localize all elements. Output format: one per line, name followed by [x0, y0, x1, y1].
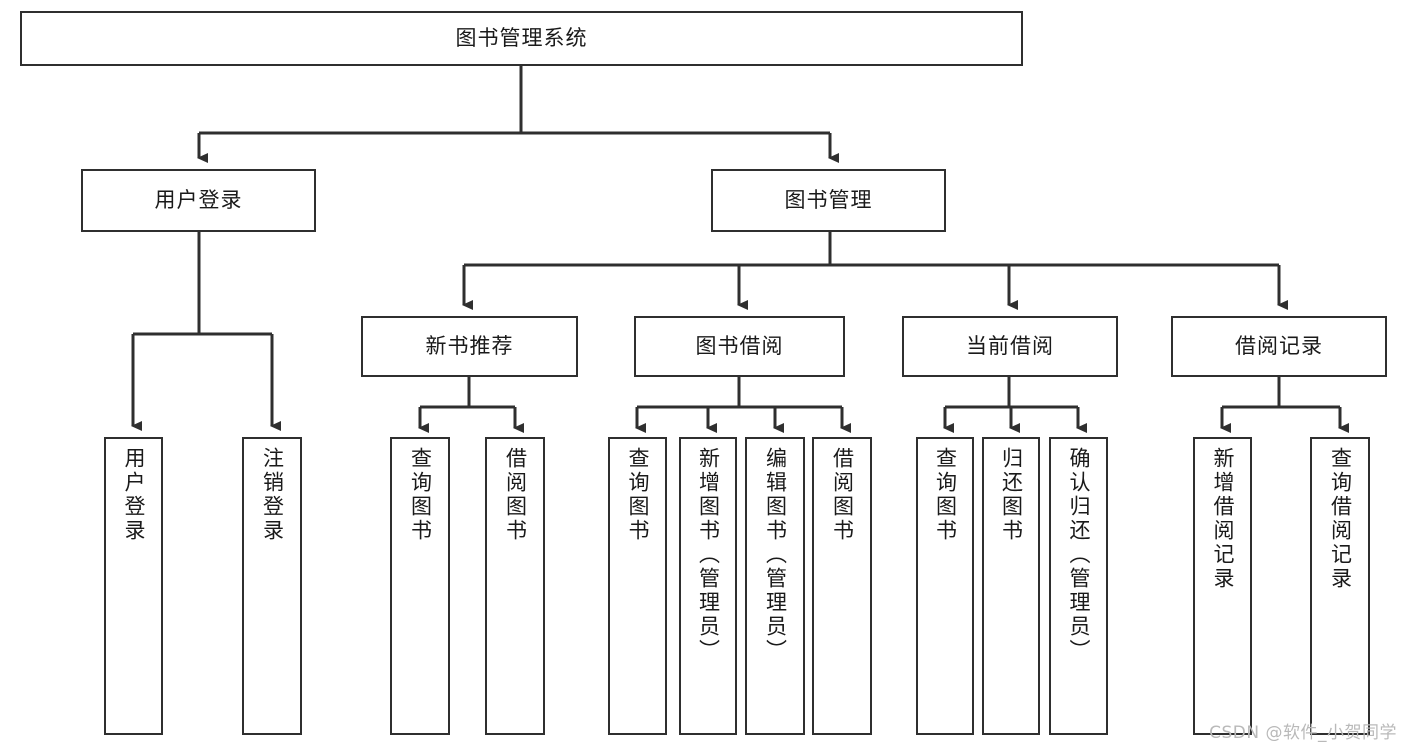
node-label: 查询图书	[626, 447, 650, 543]
leaf-add-borrow-record[interactable]: 新增借阅记录	[1193, 437, 1252, 735]
leaf-logout-login[interactable]: 注销登录	[242, 437, 302, 735]
node-label: 借阅图书	[830, 447, 855, 543]
leaf-borrow-book-borrow[interactable]: 借阅图书	[812, 437, 872, 735]
leaf-edit-book-admin[interactable]: 编辑图书（管理员）	[745, 437, 805, 735]
leaf-add-book-admin[interactable]: 新增图书（管理员）	[679, 437, 737, 735]
leaf-query-book-recommend[interactable]: 查询图书	[390, 437, 450, 735]
node-root-library-management-system[interactable]: 图书管理系统	[20, 11, 1023, 66]
node-label: 注销登录	[260, 447, 285, 543]
leaf-user-login[interactable]: 用户登录	[104, 437, 163, 735]
node-label: 图书借阅	[695, 334, 784, 359]
leaf-confirm-return-admin[interactable]: 确认归还（管理员）	[1049, 437, 1108, 735]
node-label: 借阅图书	[503, 447, 528, 543]
leaf-borrow-book-recommend[interactable]: 借阅图书	[485, 437, 545, 735]
node-current-borrow[interactable]: 当前借阅	[902, 316, 1118, 377]
leaf-query-borrow-record[interactable]: 查询借阅记录	[1310, 437, 1370, 735]
node-label: 用户登录	[154, 188, 243, 213]
leaf-return-book[interactable]: 归还图书	[982, 437, 1040, 735]
node-label: 新书推荐	[425, 334, 514, 359]
node-label: 新增图书（管理员）	[696, 447, 721, 663]
leaf-query-book-current[interactable]: 查询图书	[916, 437, 974, 735]
node-label: 查询图书	[408, 447, 433, 543]
node-label: 归还图书	[999, 447, 1024, 543]
node-label: 当前借阅	[966, 334, 1054, 359]
node-user-login[interactable]: 用户登录	[81, 169, 316, 232]
node-label: 编辑图书（管理员）	[763, 447, 788, 663]
node-label: 新增借阅记录	[1211, 447, 1235, 591]
node-label: 查询图书	[933, 447, 958, 543]
node-label: 用户登录	[122, 447, 146, 543]
node-label: 借阅记录	[1235, 334, 1323, 359]
node-label: 查询借阅记录	[1328, 447, 1353, 591]
node-borrow-record[interactable]: 借阅记录	[1171, 316, 1387, 377]
leaf-query-book-borrow[interactable]: 查询图书	[608, 437, 667, 735]
node-label: 图书管理系统	[455, 26, 588, 51]
node-book-borrow[interactable]: 图书借阅	[634, 316, 845, 377]
node-label: 确认归还（管理员）	[1067, 447, 1091, 663]
node-label: 图书管理	[784, 188, 873, 213]
node-book-management[interactable]: 图书管理	[711, 169, 946, 232]
node-new-book-recommend[interactable]: 新书推荐	[361, 316, 578, 377]
